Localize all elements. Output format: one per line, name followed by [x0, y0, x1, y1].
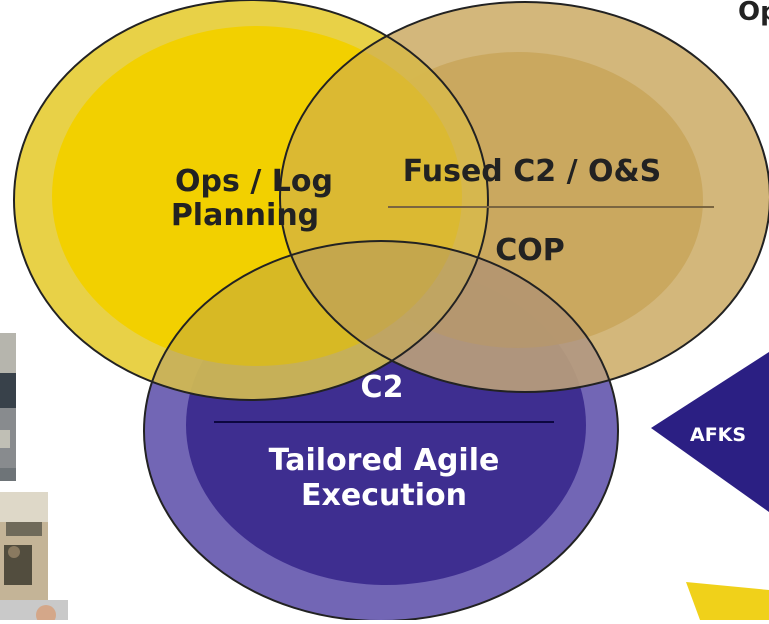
partial-title: Op	[738, 0, 769, 27]
person-photo-icon	[0, 600, 68, 624]
afks-label: AFKS	[690, 424, 746, 446]
c2-overlay	[144, 241, 618, 621]
c2-line1: C2	[361, 370, 404, 405]
soldiers-photo-icon	[0, 492, 48, 600]
c2-line2: Tailored Agile	[269, 443, 500, 478]
ops-log-outline	[13, 0, 489, 401]
fused-outline	[279, 1, 769, 393]
afks-arrow-shape	[651, 352, 769, 512]
fused-line1: Fused C2 / O&S	[403, 154, 662, 189]
fused-overlay	[280, 2, 769, 392]
ops-log-line1: Ops / Log	[175, 164, 333, 199]
aircraft-photo-icon	[0, 333, 16, 481]
c2-line3: Execution	[301, 478, 467, 513]
ops-log-line2: Planning	[171, 198, 319, 233]
fused-line2: COP	[495, 233, 565, 268]
yellow-arrow-shape	[686, 582, 769, 620]
